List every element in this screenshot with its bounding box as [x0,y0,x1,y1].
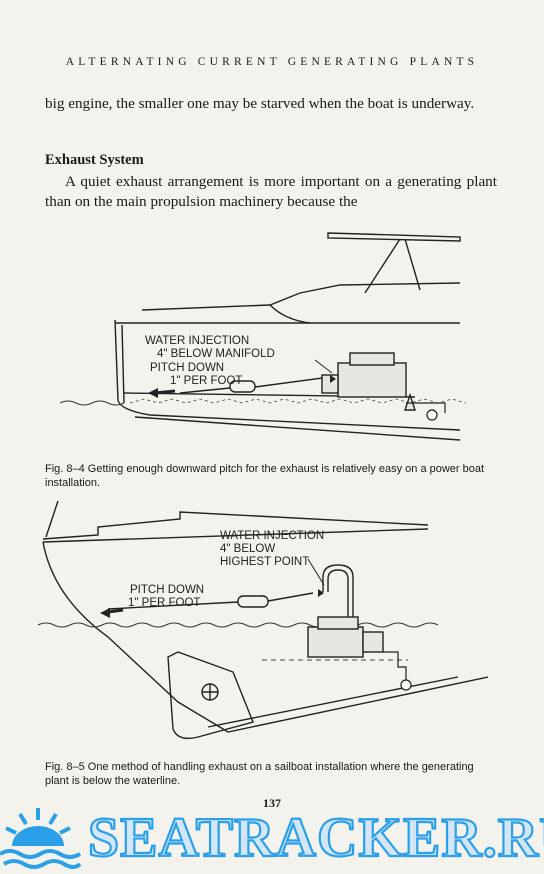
paragraph-continuation: big engine, the smaller one may be starv… [45,94,497,114]
figure-8-5-caption: Fig. 8–5 One method of handling exhaust … [45,761,474,787]
flybridge-top [327,232,461,242]
intake-hose [406,402,446,413]
keel-skeg [167,651,254,740]
label-water-injection: WATER INJECTION [145,335,249,347]
generator-engine [307,626,364,658]
pitch-arrow-shaft [154,389,176,395]
exhaust-pipe [267,592,314,602]
running-head: ALTERNATING CURRENT GENERATING PLANTS [65,56,479,68]
label-below-manifold: 4" BELOW MANIFOLD [157,348,275,360]
backstay [45,500,59,538]
paragraph-exhaust: A quiet exhaust arrangement is more impo… [45,172,497,212]
leader-line-injection [307,558,325,586]
label-per-foot: 1" PER FOOT [128,597,200,609]
exhaust-outlet-pipe [179,387,231,394]
label-pitch-down: PITCH DOWN [130,584,204,596]
generator-engine [337,362,407,398]
figure-8-5-diagram: WATER INJECTION 4" BELOW HIGHEST POINT P… [37,500,488,740]
label-highest-point: HIGHEST POINT [220,556,309,568]
engine-head [317,616,359,630]
hull-bottom [114,319,461,431]
label-below: 4" BELOW [220,543,275,555]
exhaust-riser-inner [327,569,349,625]
watermark: SEATRACKER.RU [0,806,544,870]
figure-8-4-diagram: WATER INJECTION 4" BELOW MANIFOLD PITCH … [60,232,467,441]
sheer-line [42,528,429,543]
transom [121,324,125,404]
section-heading: Exhaust System [45,152,144,168]
waterline [37,622,439,628]
label-pitch-down: PITCH DOWN [150,362,224,374]
pitch-arrow-shaft [107,608,124,614]
muffler [229,380,256,393]
hull-profile [42,541,488,733]
windshield-line [269,304,311,324]
waterline-outside [60,400,125,406]
seacock [426,409,438,421]
pitch-arrowhead [148,388,158,398]
exhaust-riser-loop [322,564,354,625]
injection-arrowhead [330,375,336,383]
keel-line [134,416,461,441]
seacock [400,679,412,691]
cabin-top-line [42,511,429,540]
propeller-hub [202,684,218,700]
paragraph-text: A quiet exhaust arrangement is more impo… [45,173,497,210]
engine-alternator [362,631,384,653]
waterline-inside [129,398,467,404]
pitch-arrowhead [100,608,110,618]
engine-head [349,352,395,366]
watermark-text: SEATRACKER.RU [88,807,544,869]
page-number: 137 [263,796,281,810]
figure-8-4-caption: Fig. 8–4 Getting enough downward pitch f… [45,463,485,489]
leader-line-injection [314,359,333,374]
inner-hull-line [207,676,459,728]
label-per-foot: 1" PER FOOT [170,375,242,387]
paragraph-text: big engine, the smaller one may be starv… [45,95,475,112]
label-water-injection: WATER INJECTION [220,530,324,542]
cabin-roof-line [141,282,461,311]
intake-hose [383,651,407,682]
exhaust-pipe [254,376,331,388]
muffler [237,595,269,608]
sun-logo-icon [0,808,82,869]
exhaust-outlet-pipe [107,601,239,610]
injection-arrowhead [318,589,324,597]
